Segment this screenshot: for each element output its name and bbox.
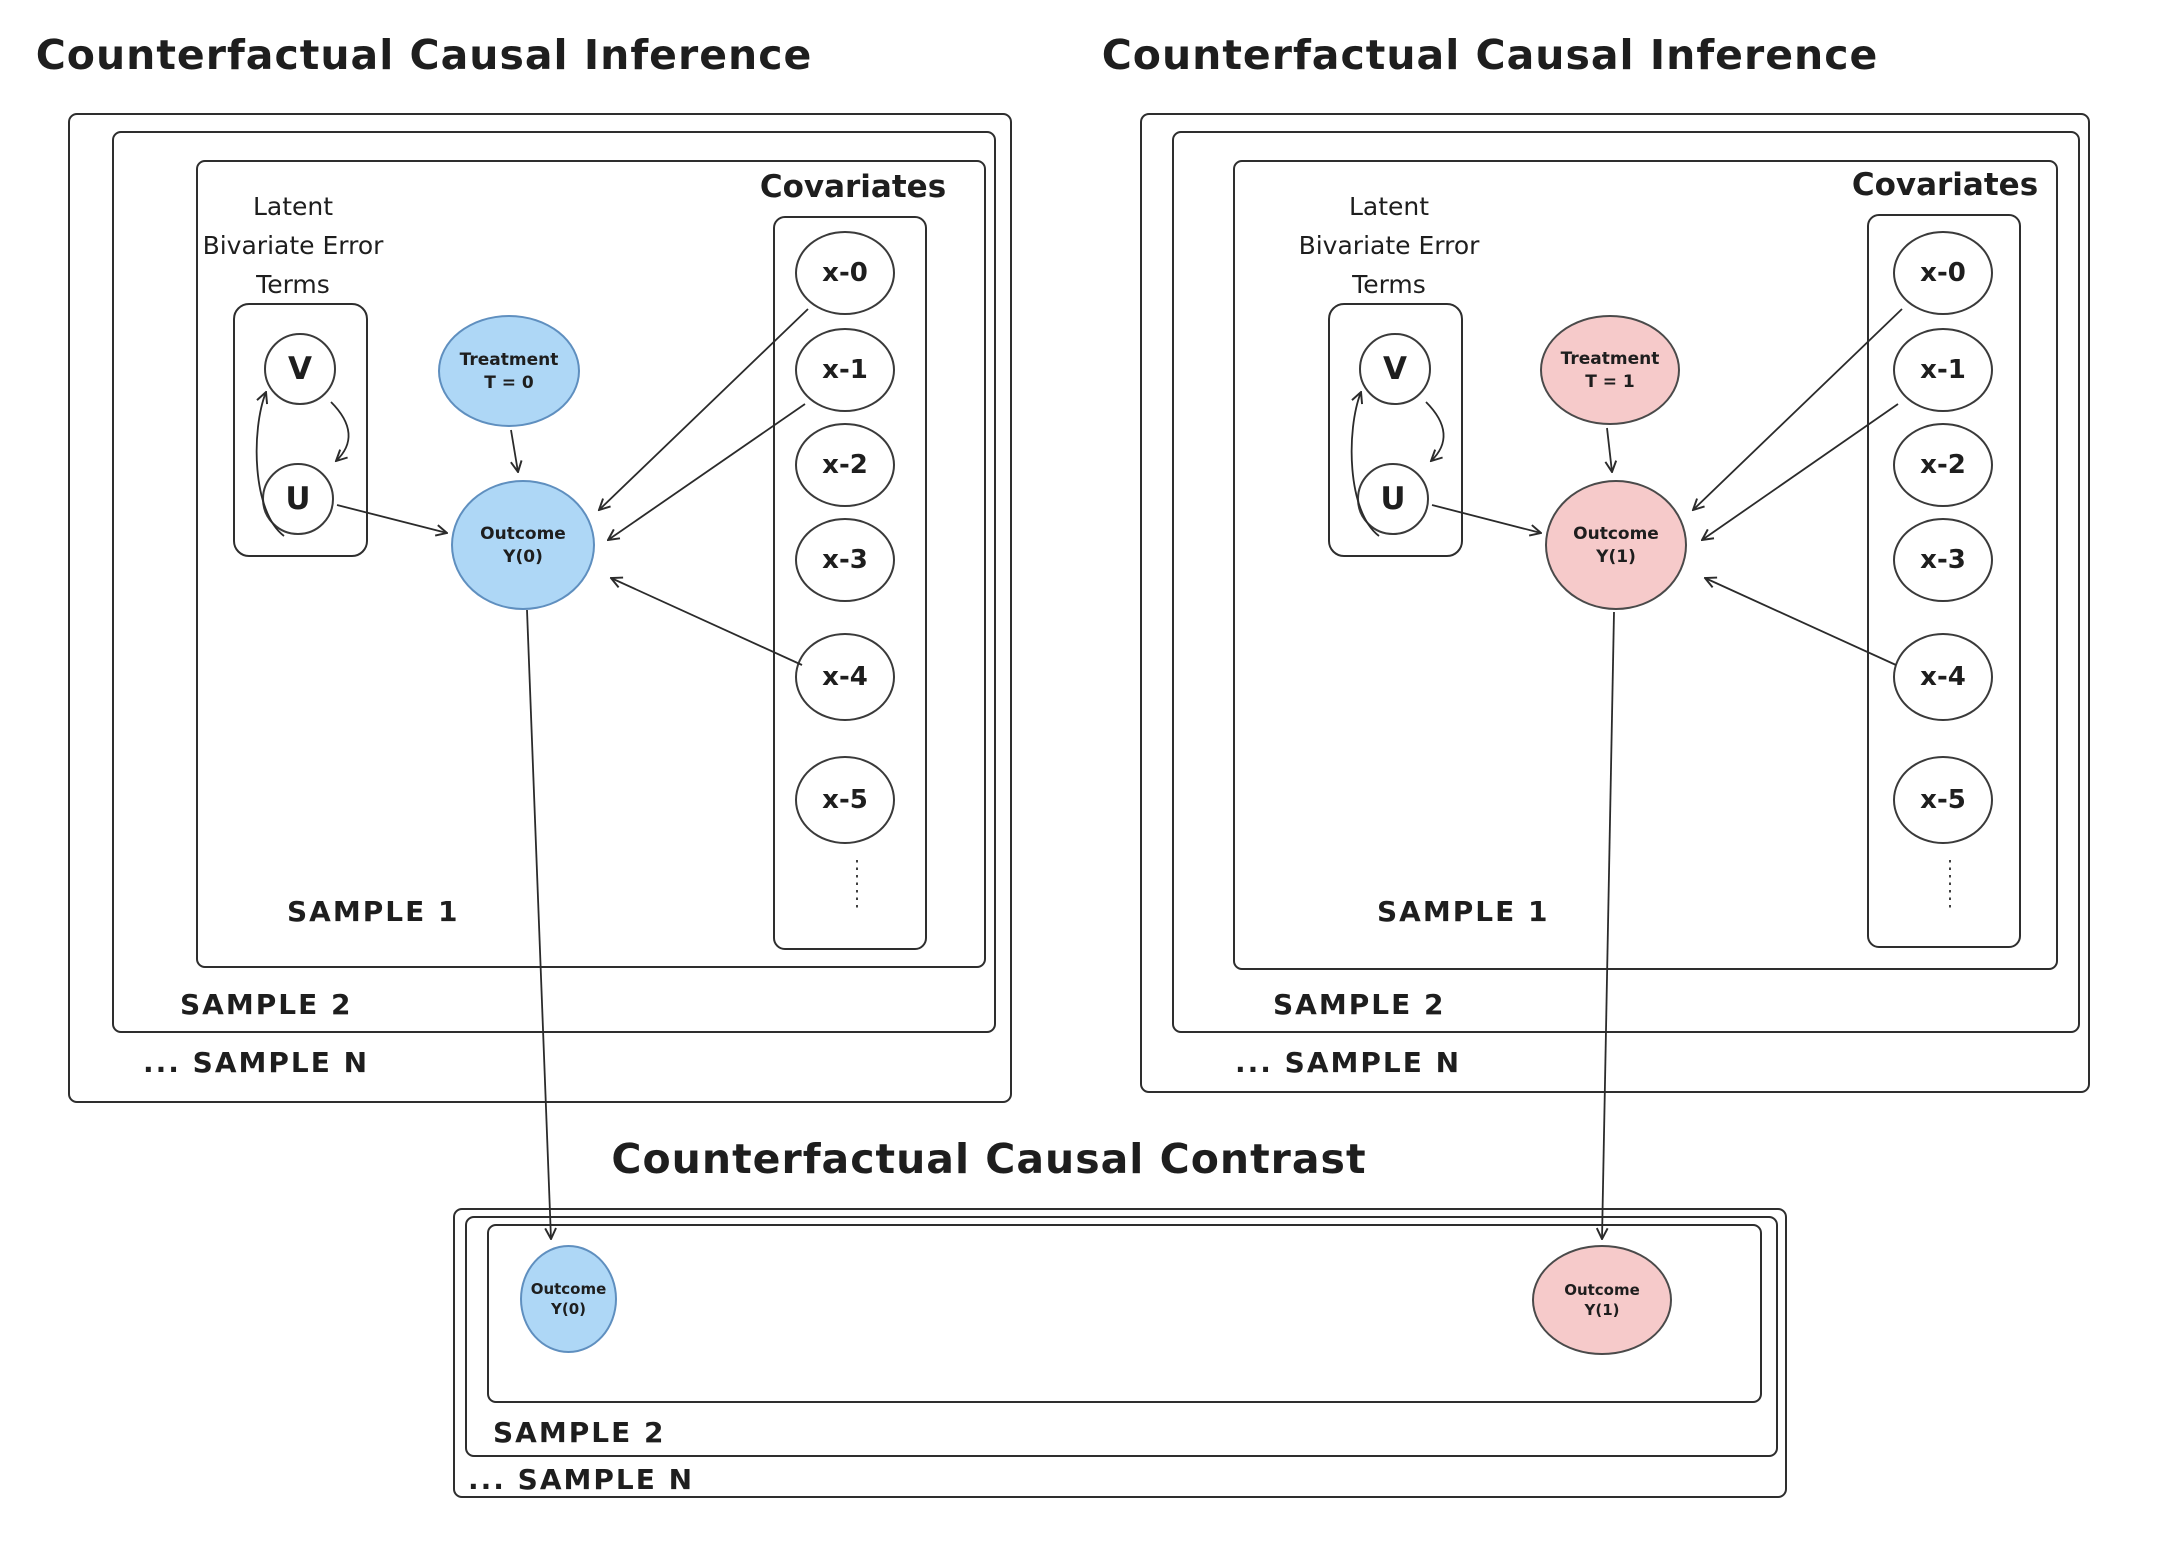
right-covariate-x1: x-1	[1893, 328, 1993, 412]
contrast-sample-1-box	[487, 1224, 1762, 1403]
contrast-sample-2-label: SAMPLE 2	[493, 1416, 666, 1449]
right-latent-line-3: Terms	[1352, 269, 1426, 299]
left-sample-n-label: ... SAMPLE N	[143, 1046, 370, 1079]
left-covariate-x1: x-1	[795, 328, 895, 412]
contrast-title: Counterfactual Causal Contrast	[611, 1135, 1367, 1183]
left-covariate-x5-label: x-5	[822, 785, 868, 815]
left-panel-title: Counterfactual Causal Inference	[35, 31, 813, 79]
right-node-treatment: Treatment T = 1	[1540, 315, 1680, 425]
left-covariate-x5: x-5	[795, 756, 895, 844]
contrast-outcome-y0: Outcome Y(0)	[520, 1245, 617, 1353]
right-sample-n-label: ... SAMPLE N	[1235, 1046, 1462, 1079]
right-covariate-x5: x-5	[1893, 756, 1993, 844]
left-covariate-x2-label: x-2	[822, 450, 868, 480]
contrast-sample-2-box	[465, 1216, 1778, 1457]
left-node-outcome: Outcome Y(0)	[451, 480, 595, 610]
right-latent-box	[1328, 303, 1463, 557]
right-latent-line-2: Bivariate Error	[1298, 230, 1480, 260]
left-node-v-label: V	[288, 351, 312, 387]
right-latent-error-terms-label: Latent Bivariate Error Terms	[1299, 188, 1480, 304]
left-covariate-x3-label: x-3	[822, 545, 868, 575]
right-covariate-x0: x-0	[1893, 231, 1993, 315]
contrast-outcome-y1-line-2: Y(1)	[1584, 1301, 1620, 1319]
left-treatment-line-2: T = 0	[484, 372, 534, 393]
left-outcome-line-2: Y(0)	[503, 546, 543, 567]
left-sample-1-box	[196, 160, 986, 968]
contrast-outcome-y1: Outcome Y(1)	[1532, 1245, 1672, 1355]
right-covariate-x3: x-3	[1893, 518, 1993, 602]
left-covariate-x4: x-4	[795, 633, 895, 721]
right-node-u: U	[1357, 463, 1429, 535]
left-node-v: V	[264, 333, 336, 405]
left-covariate-x3: x-3	[795, 518, 895, 602]
right-sample-1-box	[1233, 160, 2058, 970]
left-sample-1-label: SAMPLE 1	[287, 895, 460, 928]
left-sample-2-box	[112, 131, 996, 1033]
contrast-outcome-y0-line-2: Y(0)	[550, 1300, 586, 1318]
right-panel-title: Counterfactual Causal Inference	[1101, 31, 1879, 79]
contrast-outcome-y0-line-1: Outcome	[530, 1280, 607, 1298]
right-outcome-line-2: Y(1)	[1596, 546, 1636, 567]
right-covariate-x4-label: x-4	[1920, 662, 1966, 692]
left-covariate-x0: x-0	[795, 231, 895, 315]
right-sample-n-box	[1140, 113, 2090, 1093]
left-sample-2-label: SAMPLE 2	[180, 988, 353, 1021]
left-covariate-x0-label: x-0	[822, 258, 868, 288]
right-covariates-title: Covariates	[1851, 167, 2039, 203]
left-latent-line-1: Latent	[252, 192, 334, 221]
left-covariate-x1-label: x-1	[822, 355, 868, 385]
left-covariate-x4-label: x-4	[822, 662, 868, 692]
right-sample-2-box	[1172, 131, 2080, 1033]
right-node-u-label: U	[1380, 481, 1406, 517]
left-covariate-x2: x-2	[795, 423, 895, 507]
right-outcome-line-1: Outcome	[1573, 523, 1659, 544]
contrast-sample-n-label: ... SAMPLE N	[468, 1463, 695, 1496]
right-sample-2-label: SAMPLE 2	[1273, 988, 1446, 1021]
left-latent-error-terms-label: Latent Bivariate Error Terms	[203, 188, 384, 304]
right-node-outcome: Outcome Y(1)	[1545, 480, 1687, 610]
contrast-sample-n-box	[453, 1208, 1787, 1498]
right-covariate-x3-label: x-3	[1920, 545, 1966, 575]
right-sample-1-label: SAMPLE 1	[1377, 895, 1550, 928]
right-treatment-line-1: Treatment	[1560, 348, 1660, 369]
left-node-u: U	[262, 463, 334, 535]
right-covariate-x0-label: x-0	[1920, 258, 1966, 288]
right-covariate-x4: x-4	[1893, 633, 1993, 721]
right-covariate-x5-label: x-5	[1920, 785, 1966, 815]
left-treatment-line-1: Treatment	[459, 349, 559, 370]
right-node-v: V	[1359, 333, 1431, 405]
right-latent-line-1: Latent	[1348, 192, 1430, 221]
left-outcome-line-1: Outcome	[480, 523, 566, 544]
left-covariates-title: Covariates	[759, 169, 947, 205]
right-treatment-line-2: T = 1	[1585, 371, 1635, 392]
contrast-outcome-y1-line-1: Outcome	[1564, 1281, 1640, 1299]
right-covariate-x1-label: x-1	[1920, 355, 1966, 385]
left-latent-box	[233, 303, 368, 557]
left-node-treatment: Treatment T = 0	[438, 315, 580, 427]
left-node-u-label: U	[285, 481, 311, 517]
left-latent-line-3: Terms	[256, 269, 330, 299]
right-covariate-x2: x-2	[1893, 423, 1993, 507]
left-latent-line-2: Bivariate Error	[202, 230, 384, 260]
right-node-v-label: V	[1383, 351, 1407, 387]
right-covariate-x2-label: x-2	[1920, 450, 1966, 480]
